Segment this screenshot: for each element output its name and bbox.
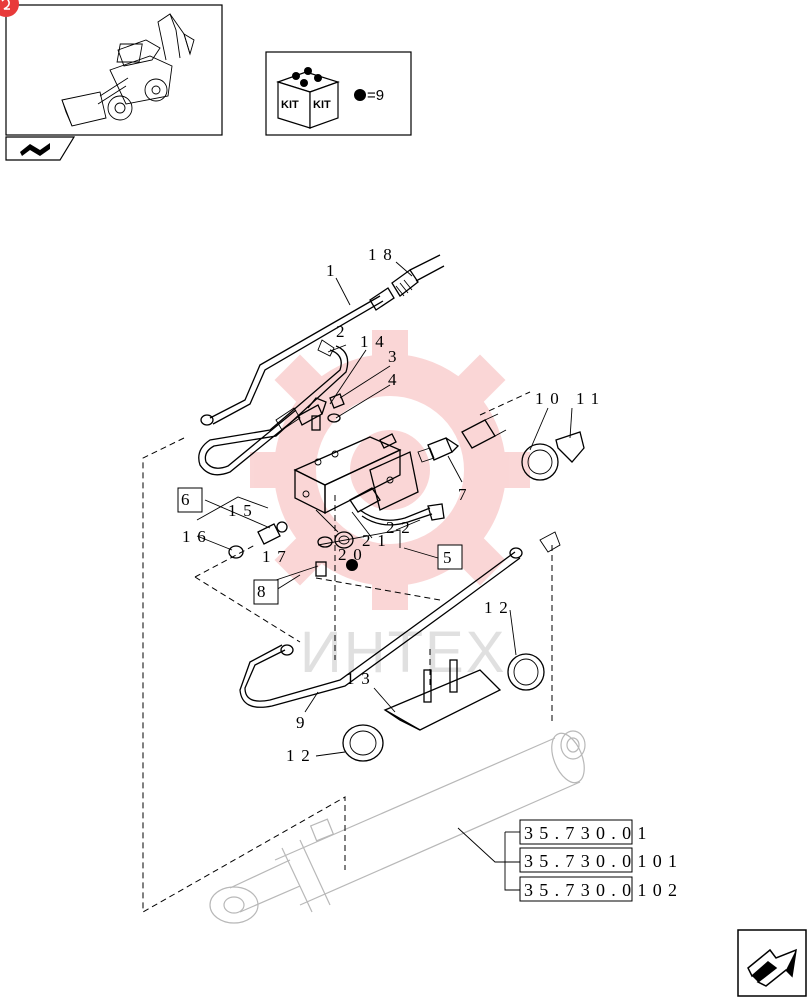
callout-labels: 1 18 2 14 3 4 10 11 7 15 16 17 21 22 20 … [182,245,606,765]
reference-list: 35.730.01 35.730.0101 35.730.0102 [519,819,683,902]
callout-4[interactable]: 4 [388,370,403,389]
hose-10[interactable] [461,413,559,481]
model-thumbnail[interactable] [5,4,223,136]
pipe-9[interactable] [239,531,561,708]
reference-link[interactable]: 35.730.0101 [519,847,683,873]
arrow-tab-icon[interactable] [5,136,76,161]
svg-text:35.730.01: 35.730.01 [524,823,653,843]
kit-quantity: =9 [367,87,384,104]
callout-9[interactable]: 9 [296,713,311,732]
svg-text:6: 6 [181,490,196,509]
callout-21[interactable]: 21 [362,531,393,550]
reference-link[interactable]: 35.730.0102 [519,876,683,902]
assembly-guide-lines [142,391,553,913]
leader-lines [196,261,573,891]
svg-text:35.730.0101: 35.730.0101 [524,851,683,871]
kit-label-right: KIT [313,99,331,111]
callout-17[interactable]: 17 [262,547,293,566]
boxed-callout-8[interactable]: 8 [253,579,279,605]
bracket-13[interactable] [383,659,502,731]
next-page-arrow-icon[interactable] [737,929,807,997]
callout-2[interactable]: 2 [336,322,351,341]
svg-text:8: 8 [257,582,272,601]
watermark-text: ИНТЕХ [300,620,506,685]
kit-dot-icon [354,89,366,101]
callout-22[interactable]: 22 [386,518,417,537]
kit-panel: KIT KIT =9 [265,51,412,136]
callout-13[interactable]: 13 [346,669,377,688]
callout-7[interactable]: 7 [458,485,473,504]
callout-14[interactable]: 14 [360,332,391,351]
callout-11[interactable]: 11 [576,389,606,408]
callout-16[interactable]: 16 [182,527,213,546]
backhoe-loader-thumbnail-icon [61,13,195,127]
connector-21[interactable] [359,503,445,526]
callout-1[interactable]: 1 [326,261,341,280]
hose-2[interactable] [198,339,349,476]
washer-4[interactable] [327,413,341,423]
seal-20[interactable] [334,531,354,549]
fitting-14[interactable] [297,397,327,431]
boxed-callout-5[interactable]: 5 [437,544,463,570]
adapter-7[interactable] [417,437,460,463]
callout-18[interactable]: 18 [368,245,399,264]
kit-box-icon: KIT KIT [276,67,340,129]
hose-18[interactable] [391,254,445,297]
washer-16[interactable] [228,545,244,559]
reference-link[interactable]: 35.730.01 [519,819,653,845]
callout-15[interactable]: 15 [228,501,259,520]
callout-20[interactable]: 20 [338,545,369,564]
red-corner-badge-icon [0,0,19,17]
hydraulic-cylinder [209,730,586,924]
clip-11[interactable] [555,431,585,463]
callout-12-lower[interactable]: 12 [286,746,317,765]
clamp-12-lower[interactable] [342,724,384,762]
valve-block[interactable] [293,433,419,515]
fitting-15[interactable] [257,521,288,545]
fitting-3[interactable] [329,393,345,409]
svg-text:35.730.0102: 35.730.0102 [524,880,683,900]
svg-text:5: 5 [443,548,458,567]
callout-12-upper[interactable]: 12 [484,598,515,617]
kit-part-dot-icon [346,559,358,571]
callout-3[interactable]: 3 [388,347,403,366]
kit-label-left: KIT [281,99,299,111]
pipe-1[interactable] [200,287,395,426]
clamp-12-upper[interactable] [507,653,545,691]
boxed-callout-6[interactable]: 6 [177,487,203,513]
callout-10[interactable]: 10 [535,389,566,408]
